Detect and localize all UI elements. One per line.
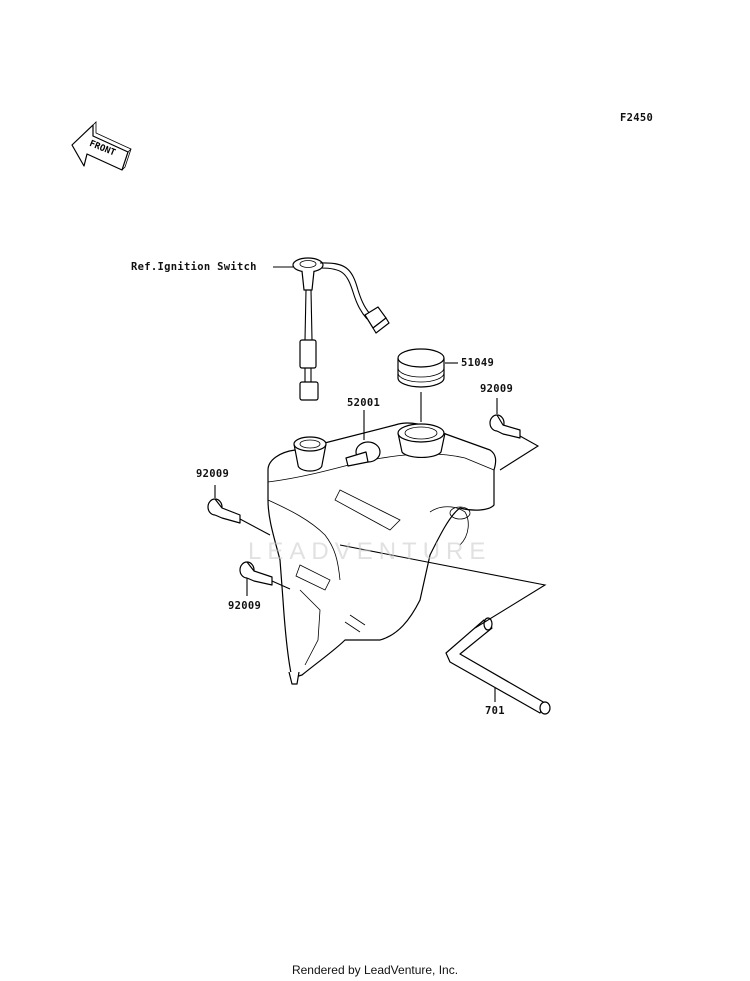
breather-hose-701 <box>445 617 551 715</box>
callout-52001: 52001 <box>347 397 381 409</box>
bolt-left-top-92009 <box>207 498 241 524</box>
oil-tank-52001 <box>267 422 497 685</box>
ignition-switch-assembly <box>292 257 390 401</box>
callout-92009-right: 92009 <box>480 383 514 395</box>
cap-51049 <box>397 348 445 388</box>
callout-701: 701 <box>485 705 505 717</box>
callout-92009-left-top: 92009 <box>196 468 230 480</box>
callout-51049: 51049 <box>461 357 495 369</box>
front-arrow-icon: FRONT <box>71 121 132 171</box>
figure-code: F2450 <box>620 112 654 124</box>
callout-92009-left-bottom: 92009 <box>228 600 262 612</box>
callout-ignition-switch: Ref.Ignition Switch <box>131 261 257 273</box>
footer-credit: Rendered by LeadVenture, Inc. <box>291 963 459 977</box>
bolt-right-92009 <box>489 414 521 439</box>
leader-lines <box>214 266 547 702</box>
watermark: LEADVENTURE <box>248 538 492 565</box>
